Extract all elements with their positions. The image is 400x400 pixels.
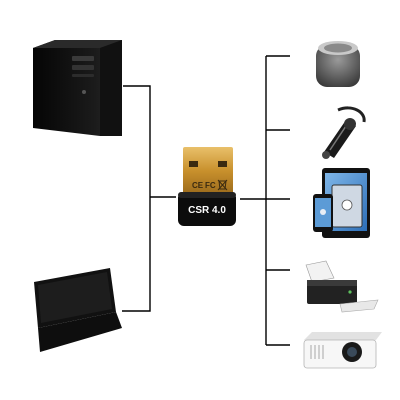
projector-icon [303, 332, 382, 369]
printer-icon [305, 260, 379, 313]
laptop-icon [34, 268, 122, 352]
desktop-tower-icon [33, 40, 122, 136]
left-bracket-line [122, 85, 151, 312]
bluetooth-headset-icon [322, 106, 366, 159]
dongle-label: CSR 4.0 [188, 205, 226, 216]
tablet-phone-icon [313, 168, 370, 238]
recycle-mark [217, 179, 228, 191]
ce-mark: CE [192, 181, 204, 190]
fc-mark: FC [205, 181, 216, 190]
usb-dongle: CE FC CSR 4.0 [178, 147, 236, 226]
connector-lines [122, 55, 290, 346]
bluetooth-speaker-icon [316, 41, 360, 87]
dongle-body [178, 192, 236, 226]
